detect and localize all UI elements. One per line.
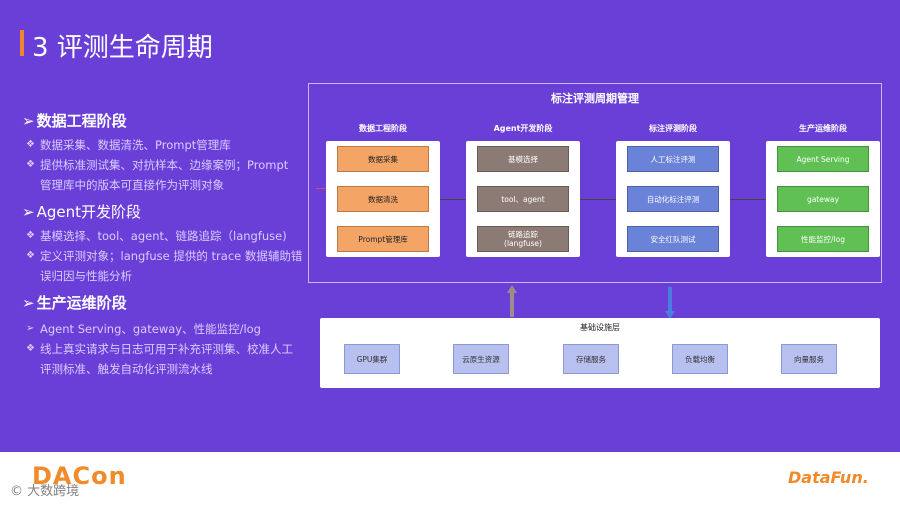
phase-data-engineering: 数据工程阶段 数据采集 数据清洗 Prompt管理库 <box>326 124 440 257</box>
left-content: ➢数据工程阶段 ❖数据采集、数据清洗、Prompt管理库 ❖提供标准测试集、对抗… <box>22 110 312 379</box>
list-item: ❖提供标准测试集、对抗样本、边缘案例；Prompt <box>22 155 312 175</box>
slide: 3 评测生命周期 ➢数据工程阶段 ❖数据采集、数据清洗、Prompt管理库 ❖提… <box>0 0 900 452</box>
phase-title: Agent开发阶段 <box>493 124 553 133</box>
arrow-icon: ➢ <box>22 202 35 221</box>
datafun-logo: DataFun. <box>788 468 869 487</box>
list-item: ❖数据采集、数据清洗、Prompt管理库 <box>22 135 312 155</box>
list-item: ➢Agent Serving、gateway、性能监控/log <box>22 319 312 339</box>
bullet-icon: ❖ <box>26 230 35 241</box>
list-item: ❖定义评测对象；langfuse 提供的 trace 数据辅助错 <box>22 246 312 266</box>
arrow-bullet-icon: ➢ <box>26 323 35 334</box>
box-monitoring: 性能监控/log <box>777 226 869 252</box>
list-item: 评测标准、触发自动化评测流水线 <box>40 362 213 376</box>
down-arrow-icon <box>665 287 675 319</box>
phase-title: 标注评测阶段 <box>649 124 697 133</box>
up-arrow-icon <box>507 285 517 317</box>
infra-lb: 负载均衡 <box>672 344 728 374</box>
box-data-cleaning: 数据清洗 <box>337 186 429 212</box>
bullet-icon: ❖ <box>26 139 35 150</box>
diagram-title: 标注评测周期管理 <box>551 92 639 105</box>
box-prompt-library: Prompt管理库 <box>337 226 429 252</box>
dacon-logo: DACon <box>32 462 127 490</box>
section-agent-dev: ➢Agent开发阶段 <box>22 201 312 222</box>
section-data-engineering: ➢数据工程阶段 <box>22 110 312 131</box>
connector-feedback <box>316 188 326 189</box>
arrow-icon: ➢ <box>22 293 35 312</box>
box-human-eval: 人工标注评测 <box>627 146 719 172</box>
connector-arrow <box>580 199 616 200</box>
bullet-icon: ❖ <box>26 159 35 170</box>
section-title: Agent开发阶段 <box>36 203 141 221</box>
infra-gpu: GPU集群 <box>344 344 400 374</box>
phase-eval: 标注评测阶段 人工标注评测 自动化标注评测 安全红队测试 <box>616 124 730 257</box>
infra-storage: 存储服务 <box>563 344 619 374</box>
box-base-model: 基模选择 <box>477 146 569 172</box>
box-gateway: gateway <box>777 186 869 212</box>
section-production-ops: ➢生产运维阶段 <box>22 292 312 313</box>
footer: DACon © 大数跨境 DataFun. <box>0 452 900 506</box>
phase-agent-dev: Agent开发阶段 基模选择 tool、agent 链路追踪 (langfuse… <box>466 124 580 257</box>
infrastructure-layer: 基础设施层 GPU集群 云原生资源 存储服务 负载均衡 向量服务 <box>320 318 880 388</box>
box-data-collection: 数据采集 <box>337 146 429 172</box>
arrow-icon: ➢ <box>22 111 35 130</box>
box-redteam: 安全红队测试 <box>627 226 719 252</box>
bullet-icon: ❖ <box>26 343 35 354</box>
title-accent-bar <box>20 30 24 56</box>
list-item: 误归因与性能分析 <box>40 269 132 283</box>
box-trace: 链路追踪 (langfuse) <box>477 226 569 252</box>
box-tool-agent: tool、agent <box>477 186 569 212</box>
watermark: © 大数跨境 <box>10 484 80 499</box>
phase-title: 生产运维阶段 <box>799 124 847 133</box>
list-item: 管理库中的版本可直接作为评测对象 <box>40 178 224 192</box>
box-agent-serving: Agent Serving <box>777 146 869 172</box>
phase-production: 生产运维阶段 Agent Serving gateway 性能监控/log <box>766 124 880 257</box>
section-title: 生产运维阶段 <box>36 294 127 312</box>
phase-title: 数据工程阶段 <box>359 124 407 133</box>
slide-title: 3 评测生命周期 <box>32 33 213 63</box>
box-auto-eval: 自动化标注评测 <box>627 186 719 212</box>
infra-cloud: 云原生资源 <box>453 344 509 374</box>
connector-arrow <box>440 199 466 200</box>
infra-vector: 向量服务 <box>781 344 837 374</box>
infra-title: 基础设施层 <box>580 323 620 332</box>
section-title: 数据工程阶段 <box>36 112 127 130</box>
bullet-icon: ❖ <box>26 250 35 261</box>
connector-arrow <box>730 199 766 200</box>
list-item: ❖线上真实请求与日志可用于补充评测集、校准人工 <box>22 339 312 359</box>
list-item: ❖基模选择、tool、agent、链路追踪（langfuse) <box>22 226 312 246</box>
